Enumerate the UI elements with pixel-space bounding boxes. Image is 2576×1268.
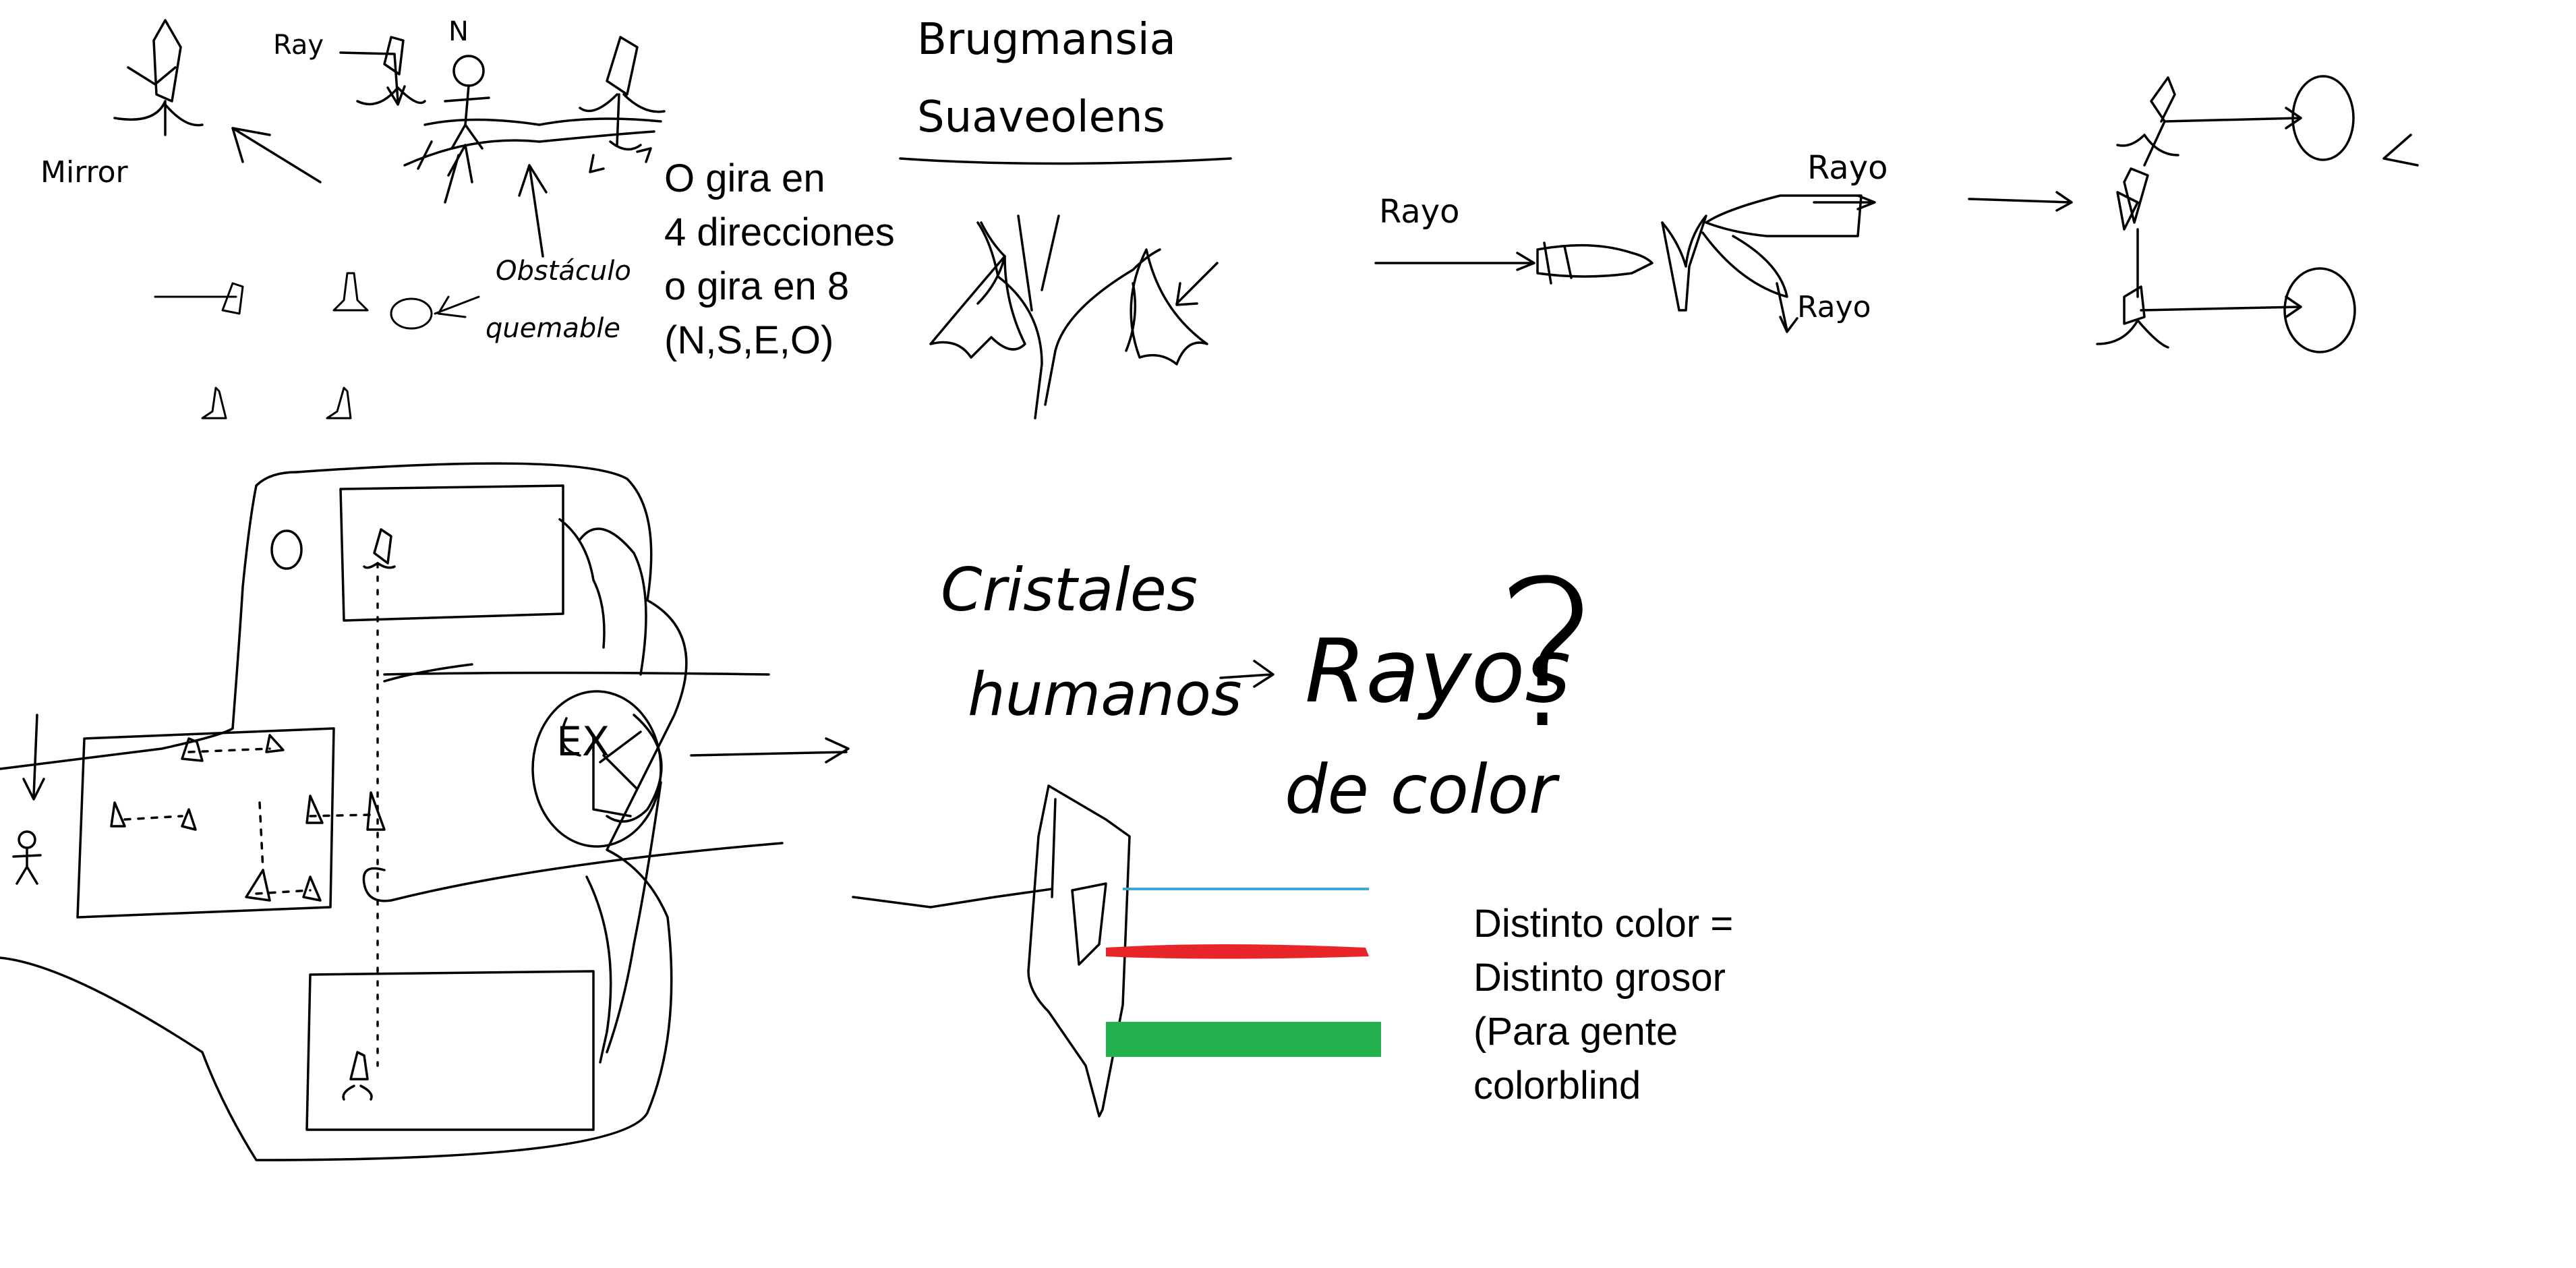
- character-and-log: [403, 36, 666, 204]
- brugmansia-drawing: [899, 157, 1232, 420]
- question-mark: ?: [1494, 538, 1601, 773]
- north-label: N: [448, 16, 469, 47]
- level-map-drawing: [0, 462, 850, 1161]
- cristales-label-2: humanos: [968, 660, 1242, 729]
- rayo-out-bottom-label: Rayo: [1797, 290, 1871, 324]
- rotation-note-line-4: (N,S,E,O): [664, 318, 834, 362]
- small-icons-row: [154, 272, 480, 420]
- arrow-to-mirror: [231, 127, 322, 183]
- green-beam: [1106, 1022, 1381, 1057]
- rayo-in-label: Rayo: [1379, 193, 1459, 231]
- obstacle-pointer-arrow: [518, 164, 548, 258]
- ray-label: Ray: [273, 30, 324, 61]
- color-note-line-4: colorblind: [1473, 1064, 1641, 1107]
- obstacle-label-2: quemable: [486, 313, 620, 344]
- rayos-label-1: Rayos: [1305, 620, 1571, 722]
- mirror-label: Mirror: [40, 155, 129, 190]
- red-beam: [1106, 944, 1369, 959]
- color-note-line-3: (Para gente: [1473, 1010, 1678, 1054]
- branching-ray-drawing: [1968, 75, 2419, 353]
- cristales-label-1: Cristales: [941, 555, 1198, 625]
- rotation-note-line-3: o gira en 8: [664, 264, 850, 308]
- ex-label: EX: [556, 718, 610, 766]
- color-note-line-2: Distinto grosor: [1473, 956, 1726, 1000]
- rotation-note-line-1: O gira en: [664, 156, 825, 200]
- cristales-arrow: [1219, 660, 1275, 688]
- obstacle-label-1: Obstáculo: [496, 256, 631, 287]
- brugmansia-label-2: Suaveolens: [917, 92, 1165, 142]
- ray-arrow: [339, 36, 426, 106]
- brugmansia-label-1: Brugmansia: [917, 15, 1176, 65]
- crystal-drawing: [852, 784, 1131, 1118]
- flower-ray-split-drawing: [1374, 194, 1876, 333]
- mirror-plant-drawing: [113, 19, 204, 136]
- color-note-line-1: Distinto color =: [1473, 902, 1734, 946]
- rayo-out-top-label: Rayo: [1807, 149, 1887, 187]
- rayos-label-2: de color: [1285, 750, 1560, 829]
- rotation-note-line-2: 4 direcciones: [664, 210, 895, 254]
